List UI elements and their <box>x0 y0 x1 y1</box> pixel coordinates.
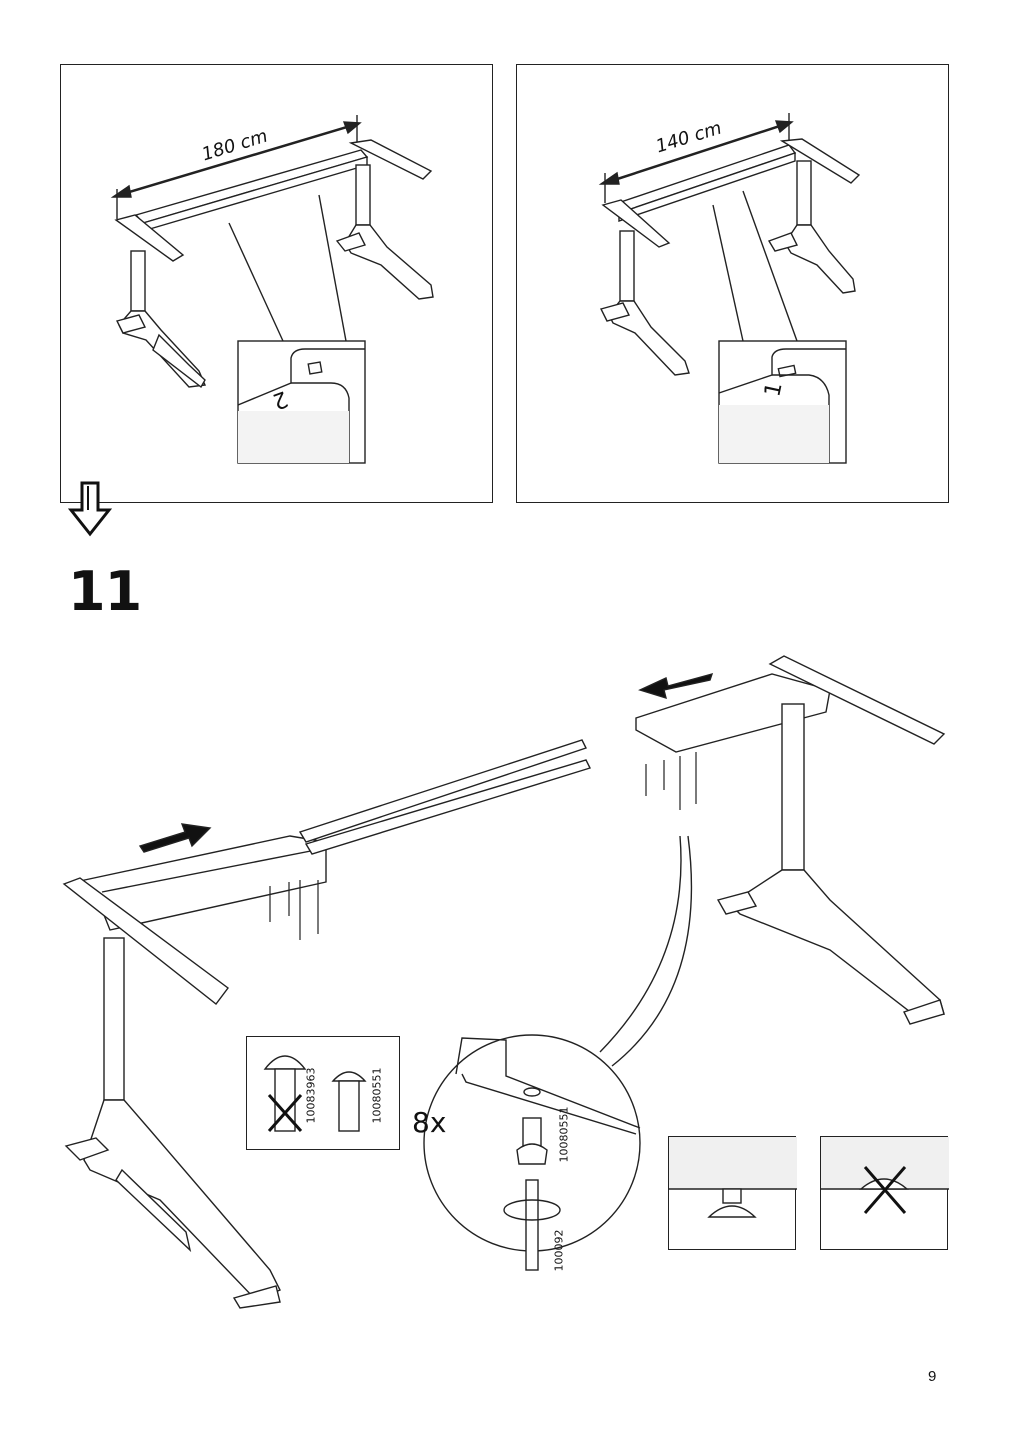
rotate-arrow-icon <box>503 1199 561 1221</box>
correct-fit-box <box>668 1136 797 1250</box>
frame-140-illustration <box>598 113 861 464</box>
step-number: 11 <box>68 560 142 623</box>
wrong-cross-icon <box>267 1094 303 1132</box>
page-number: 9 <box>928 1368 937 1385</box>
screw-quantity: 8x <box>412 1106 447 1139</box>
zoom-screw-code: 10080551 <box>557 1106 571 1163</box>
correct-screw-code: 10080551 <box>370 1067 384 1124</box>
next-step-arrow-icon <box>68 481 113 537</box>
push-direction-arrow-icon <box>638 672 714 700</box>
width-180-panel: 180 cm 2 <box>60 64 493 503</box>
wrong-screw-code: 10083963 <box>304 1067 318 1124</box>
frame-180-illustration <box>110 115 434 464</box>
push-direction-arrow-icon <box>138 823 212 853</box>
correct-fit-illustration <box>669 1137 797 1218</box>
screw-comparison-illustration <box>263 1055 367 1132</box>
width-140-panel: 140 cm 1 <box>516 64 949 503</box>
wrong-cross-icon <box>863 1166 907 1214</box>
screw-comparison-box: 10083963 10080551 <box>246 1036 400 1150</box>
wrong-fit-illustration <box>821 1137 949 1214</box>
tool-code: 100092 <box>552 1229 566 1272</box>
wrong-fit-box <box>820 1136 949 1250</box>
